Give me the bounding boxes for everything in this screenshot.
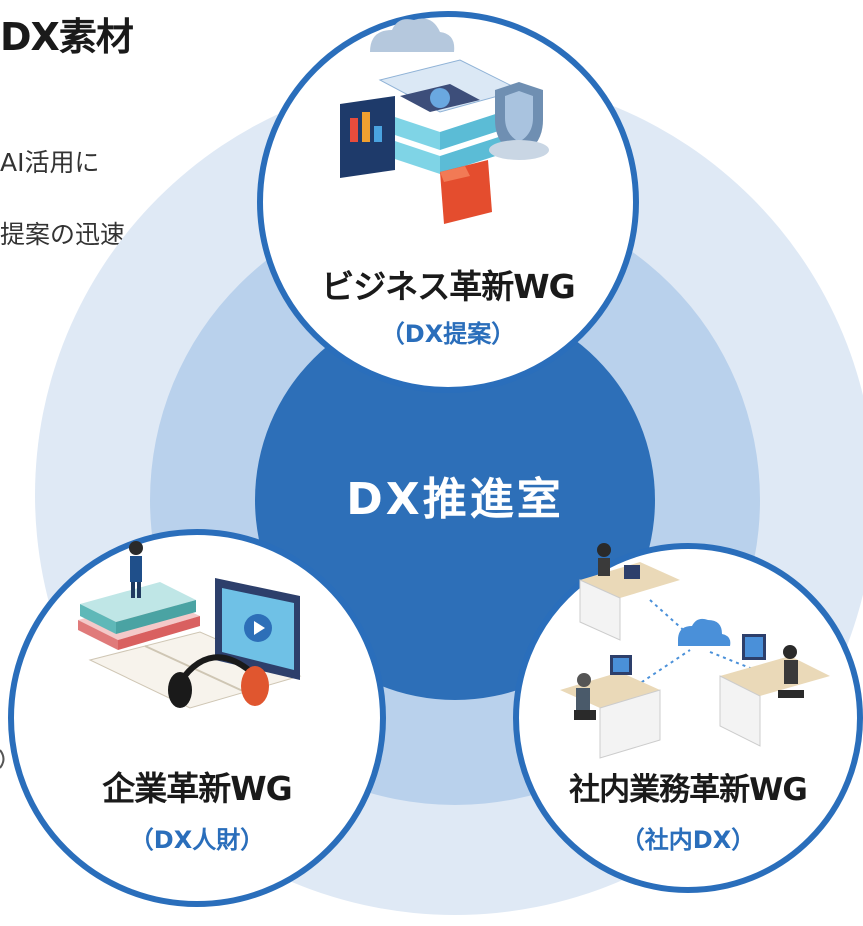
corporate-innovation-circle: 企業革新WG （DX人財）: [8, 529, 386, 907]
internal-operations-circle: 社内業務革新WG （社内DX）: [513, 543, 863, 893]
internal-operations-subtitle: （社内DX）: [621, 826, 755, 854]
business-it-illustration: [340, 18, 549, 224]
center-label: DX推進室: [346, 474, 563, 525]
business-innovation-subtitle: （DX提案）: [381, 320, 515, 348]
corporate-innovation-subtitle: （DX人財）: [130, 826, 264, 854]
page-heading: DX素材: [0, 15, 134, 59]
body-text-line-1: AI活用に: [0, 148, 100, 177]
body-text-line-2: 提案の迅速: [0, 220, 126, 249]
center-circle: [255, 300, 655, 700]
bullet-fragment: [0, 748, 8, 770]
corporate-innovation-title: 企業革新WG: [102, 769, 292, 808]
business-innovation-title: ビジネス革新WG: [321, 267, 575, 306]
office-network-illustration: [560, 543, 830, 759]
business-innovation-circle: ビジネス革新WG （DX提案）: [257, 11, 639, 393]
internal-operations-title: 社内業務革新WG: [569, 772, 807, 808]
learning-illustration: [78, 541, 302, 709]
